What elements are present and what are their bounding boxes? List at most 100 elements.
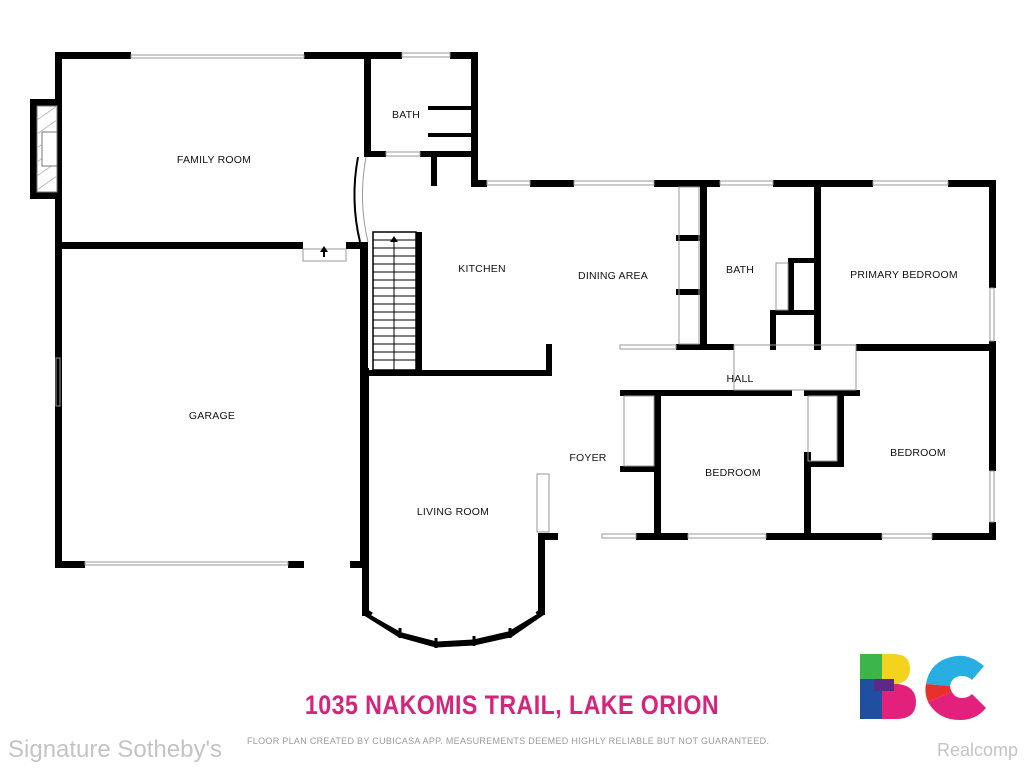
wall-hall-bottom-1 [620, 390, 792, 396]
window-right-2 [989, 470, 995, 523]
bay-wall-outer [363, 609, 544, 648]
property-title: 1035 NAKOMIS TRAIL, LAKE ORION [304, 690, 720, 720]
wall-upper-bath-right [471, 52, 478, 186]
window-top-1 [486, 180, 531, 186]
wall-garage-left [55, 242, 62, 568]
wall-bath-closet-v [788, 258, 794, 314]
logo-b-top-bowl [882, 654, 910, 684]
label-bedroom-right: BEDROOM [890, 447, 946, 459]
wall-garage-bottom-left [55, 561, 85, 568]
label-kitchen: KITCHEN [458, 263, 506, 275]
curved-wall-connector-inner [361, 156, 369, 243]
wall-upper-bath-left [364, 52, 371, 156]
window-dining-threshold [619, 344, 677, 350]
wall-kitchen-peninsula [546, 344, 552, 376]
window-family-top [130, 54, 305, 59]
window-bottom-2 [687, 533, 767, 539]
wall-right-3 [989, 522, 996, 540]
wall-bath-closet-h1 [788, 258, 818, 263]
label-living-room: LIVING ROOM [417, 506, 489, 518]
wall-upper-bath-fixture-2 [428, 133, 478, 137]
logo-c-magenta [928, 692, 986, 720]
logo-b-center-purple [874, 679, 894, 691]
wall-bottom-2 [766, 533, 882, 540]
window-foyer-sidelight [536, 473, 550, 533]
window-closet-right [807, 395, 838, 462]
wall-upper-bath-fixture-1 [428, 106, 478, 110]
wall-right-1 [989, 180, 996, 288]
wall-dining-bath [700, 180, 707, 350]
watermark-realcomp: Realcomp [936, 740, 1018, 760]
window-top-2 [573, 180, 655, 186]
wall-family-bottom-left [55, 242, 303, 249]
wall-upper-bath-top-left [364, 52, 402, 59]
window-bottom-3 [881, 533, 933, 539]
window-top-3 [719, 180, 774, 186]
wall-upper-bath-bottom [364, 151, 386, 157]
window-closet-dining [678, 186, 700, 345]
wall-bath-closet-v2 [770, 310, 776, 350]
wall-closet-foyer-h [620, 466, 658, 472]
wall-top-5 [948, 180, 996, 187]
fireplace-hearth [41, 131, 58, 167]
disclaimer-text: FLOOR PLAN CREATED BY CUBICASA APP. MEAS… [247, 736, 770, 746]
label-family-room: FAMILY ROOM [177, 154, 251, 166]
wall-bed-center-right [804, 452, 811, 540]
watermark-signature-sothebys: Signature Sotheby's [8, 736, 223, 763]
label-dining-area: DINING AREA [578, 270, 648, 282]
wall-hall-top-2 [856, 344, 996, 351]
window-right-1 [989, 287, 995, 342]
wall-entry-bottom [538, 533, 558, 540]
stair-arrow-icon [320, 246, 328, 252]
wall-fireplace-top [30, 99, 60, 106]
wall-family-left [55, 52, 62, 248]
label-bedroom-center: BEDROOM [705, 467, 761, 479]
window-top-4 [872, 180, 949, 186]
window-garage-left [55, 357, 61, 407]
wall-right-2 [989, 341, 996, 471]
stair-arrow-stem [323, 251, 325, 257]
curved-wall-connector [353, 156, 361, 243]
wall-family-top-left [55, 52, 131, 59]
logo-c-red [925, 684, 952, 702]
window-garage-door [84, 561, 289, 566]
wall-family-top-right [304, 52, 370, 59]
fireplace [36, 105, 58, 193]
wall-living-left [362, 368, 369, 616]
label-primary-bedroom: PRIMARY BEDROOM [850, 269, 958, 281]
wall-hall-bottom-2 [804, 390, 860, 396]
wall-closet-right-h [804, 461, 844, 467]
windows [55, 52, 995, 566]
logo-c-cyan [926, 655, 984, 686]
wall-closet-stub-2 [676, 289, 704, 295]
staircase [372, 231, 417, 371]
wall-upper-bath-closet [431, 151, 437, 186]
window-upper-bath-door [385, 151, 421, 157]
wall-bath-primary [814, 180, 821, 350]
wall-top-4 [773, 180, 873, 187]
staircase-arrow-icon [390, 236, 398, 242]
wall-living-right [538, 533, 545, 615]
wall-bath-closet-h2 [770, 310, 820, 315]
walls [30, 52, 996, 616]
label-foyer: FOYER [569, 452, 606, 464]
wall-bottom-3 [932, 533, 996, 540]
bay-mullions [398, 628, 512, 648]
wall-closet-stub-1 [676, 235, 704, 241]
wall-top-3 [654, 180, 720, 187]
wall-kitchen-left [416, 232, 422, 372]
window-closet-bath [775, 262, 789, 311]
label-hall: HALL [726, 373, 753, 385]
wall-top-1 [471, 180, 487, 187]
logo-b-bottom-bowl [882, 684, 916, 719]
window-upper-bath-top [401, 52, 451, 58]
window-closet-foyer [623, 395, 655, 467]
wall-garage-bottom-mid [288, 561, 304, 568]
wall-upper-bath-top-right [450, 52, 478, 59]
wall-bottom-1 [636, 533, 688, 540]
bc-logo-icon [860, 654, 986, 720]
window-bottom-1 [601, 533, 637, 539]
wall-closet-right-v [837, 390, 844, 466]
label-bath-upper: BATH [392, 109, 420, 121]
